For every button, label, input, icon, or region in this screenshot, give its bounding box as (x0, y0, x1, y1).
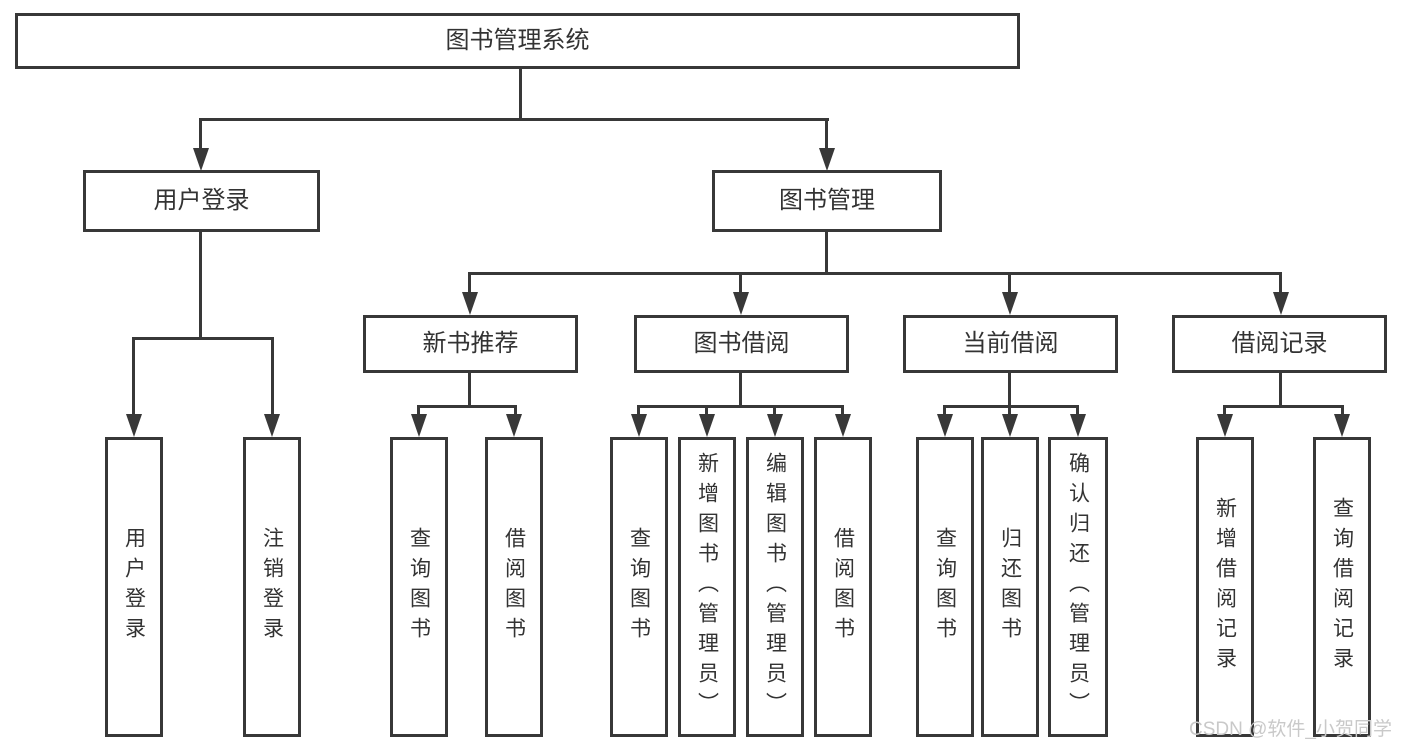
leaf-recommend-query-books: 查询图书 (390, 437, 448, 737)
leaf-recommend-borrow-books-label: 借阅图书 (502, 527, 526, 647)
connector-stub-user-login (199, 121, 202, 148)
connector-stub-recd-query (1341, 408, 1344, 416)
leaf-confirm-return-admin-label: 确认归还（管理员） (1066, 452, 1090, 722)
leaf-add-books-admin-label: 新增图书（管理员） (695, 452, 719, 722)
connector-stub-bor-borrow (841, 408, 844, 416)
connector-book-mgmt-trunk (825, 232, 828, 275)
arrow-to-cur-query (937, 414, 953, 437)
node-borrow-records-label: 借阅记录 (1231, 330, 1328, 357)
leaf-logout: 注销登录 (243, 437, 301, 737)
leaf-add-borrow-record: 新增借阅记录 (1196, 437, 1254, 737)
connector-user-login-trunk (199, 232, 202, 340)
arrow-to-recd-query (1334, 414, 1350, 437)
connector-stub-cur-confirm (1076, 408, 1079, 416)
leaf-borrow-books-label: 借阅图书 (831, 527, 855, 647)
leaf-add-books-admin: 新增图书（管理员） (678, 437, 736, 737)
node-new-book-recommend: 新书推荐 (363, 315, 578, 373)
node-book-management: 图书管理 (712, 170, 942, 232)
connector-stub-records (1279, 275, 1282, 293)
connector-stub-borrow (739, 275, 742, 293)
leaf-add-borrow-record-label: 新增借阅记录 (1213, 497, 1237, 677)
arrow-to-borrow (733, 292, 749, 315)
arrow-to-bor-edit (767, 414, 783, 437)
leaf-confirm-return-admin: 确认归还（管理员） (1048, 437, 1108, 737)
connector-level2-split (199, 118, 829, 121)
node-current-borrow: 当前借阅 (903, 315, 1118, 373)
node-book-borrow: 图书借阅 (634, 315, 849, 373)
connector-stub-rec-query (417, 408, 420, 416)
connector-stub-bor-edit (773, 408, 776, 416)
arrow-to-records (1273, 292, 1289, 315)
arrow-to-cur-confirm (1070, 414, 1086, 437)
connector-current-split (943, 405, 1079, 408)
node-root: 图书管理系统 (15, 13, 1020, 69)
leaf-edit-books-admin: 编辑图书（管理员） (746, 437, 804, 737)
leaf-borrow-query-books: 查询图书 (610, 437, 668, 737)
connector-stub-recommend (468, 275, 471, 293)
leaf-return-books-label: 归还图书 (998, 527, 1022, 647)
leaf-recommend-query-books-label: 查询图书 (407, 527, 431, 647)
leaf-current-query-books: 查询图书 (916, 437, 974, 737)
arrow-to-leaf-user-login (126, 414, 142, 437)
node-borrow-records: 借阅记录 (1172, 315, 1387, 373)
leaf-borrow-books: 借阅图书 (814, 437, 872, 737)
leaf-query-borrow-record-label: 查询借阅记录 (1330, 497, 1354, 677)
connector-stub-bor-add (705, 408, 708, 416)
arrow-to-bor-add (699, 414, 715, 437)
leaf-current-query-books-label: 查询图书 (933, 527, 957, 647)
arrow-to-cur-return (1002, 414, 1018, 437)
node-user-login: 用户登录 (83, 170, 320, 232)
connector-stub-leaf-logout (271, 340, 274, 414)
arrow-to-bor-borrow (835, 414, 851, 437)
node-current-borrow-label: 当前借阅 (962, 330, 1059, 357)
connector-records-trunk (1279, 373, 1282, 408)
arrow-to-bor-query (631, 414, 647, 437)
arrow-to-leaf-logout (264, 414, 280, 437)
node-book-borrow-label: 图书借阅 (693, 330, 790, 357)
arrow-to-current (1002, 292, 1018, 315)
connector-recommend-split (417, 405, 517, 408)
connector-stub-recd-add (1223, 408, 1226, 416)
connector-stub-book-mgmt (825, 121, 828, 148)
connector-stub-leaf-user-login (132, 340, 135, 414)
connector-stub-cur-query (943, 408, 946, 416)
connector-borrow-trunk (739, 373, 742, 408)
connector-stub-current (1008, 275, 1011, 293)
leaf-query-borrow-record: 查询借阅记录 (1313, 437, 1371, 737)
arrow-to-book-mgmt (819, 148, 835, 171)
node-root-label: 图书管理系统 (445, 27, 590, 54)
leaf-return-books: 归还图书 (981, 437, 1039, 737)
arrow-to-rec-borrow (506, 414, 522, 437)
leaf-edit-books-admin-label: 编辑图书（管理员） (763, 452, 787, 722)
arrow-to-rec-query (411, 414, 427, 437)
leaf-logout-label: 注销登录 (260, 527, 284, 647)
csdn-watermark: CSDN @软件_小贺同学 (1189, 719, 1392, 740)
connector-stub-cur-return (1008, 408, 1011, 416)
node-new-book-recommend-label: 新书推荐 (422, 330, 519, 357)
connector-records-split (1223, 405, 1344, 408)
connector-stub-rec-borrow (514, 408, 517, 416)
connector-stub-bor-query (637, 408, 640, 416)
arrow-to-recommend (462, 292, 478, 315)
connector-current-trunk (1008, 373, 1011, 408)
arrow-to-user-login (193, 148, 209, 171)
leaf-user-login: 用户登录 (105, 437, 163, 737)
connector-root-trunk (519, 69, 522, 118)
node-user-login-label: 用户登录 (153, 187, 250, 214)
arrow-to-recd-add (1217, 414, 1233, 437)
connector-user-group-split (132, 337, 274, 340)
leaf-recommend-borrow-books: 借阅图书 (485, 437, 543, 737)
leaf-user-login-label: 用户登录 (122, 527, 146, 647)
connector-level3-split (468, 272, 1282, 275)
connector-recommend-trunk (468, 373, 471, 408)
connector-borrow-split (637, 405, 844, 408)
leaf-borrow-query-books-label: 查询图书 (627, 527, 651, 647)
node-book-management-label: 图书管理 (779, 187, 875, 214)
